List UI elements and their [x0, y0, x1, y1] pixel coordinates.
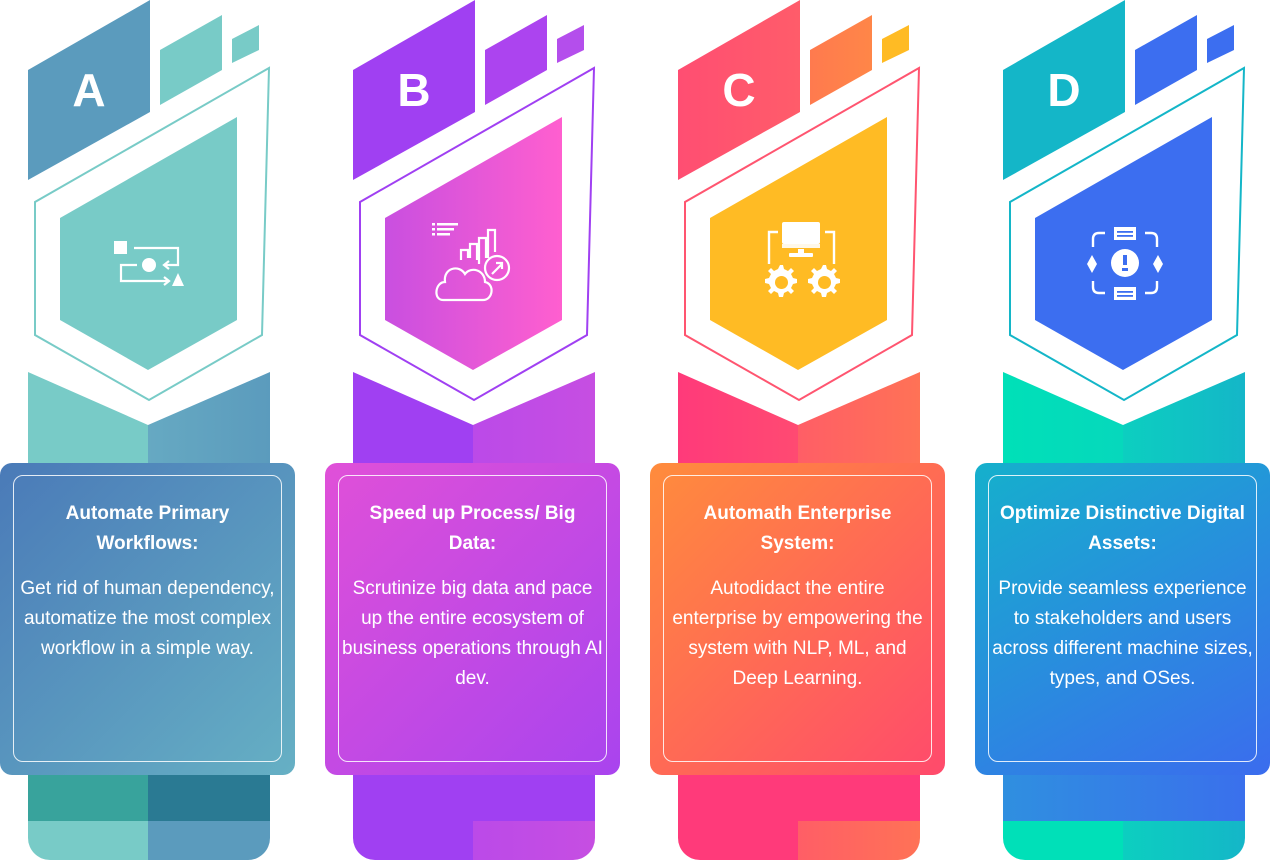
card-border — [338, 475, 607, 762]
column-letter: D — [1047, 64, 1081, 116]
cloud-analytics-icon — [432, 223, 511, 302]
column-letter: A — [72, 64, 106, 116]
card-description: Autodidact the entire enterprise by empo… — [672, 578, 923, 689]
column-letter: C — [722, 64, 756, 116]
card-border — [988, 475, 1257, 762]
card-border — [663, 475, 932, 762]
feature-card-a: Automate Primary Workflows: Get rid of h… — [0, 463, 295, 775]
card-description: Provide seamless experience to stakehold… — [992, 578, 1253, 689]
card-description: Get rid of human dependency, automatize … — [20, 578, 275, 659]
column-c: C Automath Enterprise System: Autodidact… — [650, 0, 950, 860]
card-description: Scrutinize big data and pace up the enti… — [342, 578, 603, 689]
column-d-graphic — [1003, 0, 1246, 860]
feature-card-b: Speed up Process/ Big Data: Scrutinize b… — [325, 463, 620, 775]
column-a: A Automate Primary Workflows: Get rid of… — [0, 0, 300, 860]
workflow-icon — [114, 241, 184, 286]
card-title: Automath Enterprise System: — [703, 503, 892, 554]
feature-card-d: Optimize Distinctive Digital Assets: Pro… — [975, 463, 1270, 775]
digital-asset-icon — [1087, 227, 1163, 300]
column-d: D Optimize Distinctive Digital Assets: P… — [975, 0, 1273, 860]
card-title: Speed up Process/ Big Data: — [369, 503, 576, 554]
card-title: Automate Primary Workflows: — [65, 503, 230, 554]
column-letter: B — [397, 64, 431, 116]
column-c-graphic — [678, 0, 921, 860]
column-b: B Speed up Process/ Big Data: Scrutinize… — [325, 0, 625, 860]
card-title: Optimize Distinctive Digital Assets: — [1000, 503, 1245, 554]
column-a-graphic — [28, 0, 271, 860]
feature-card-c: Automath Enterprise System: Autodidact t… — [650, 463, 945, 775]
card-border — [13, 475, 282, 762]
computer-gears-icon — [765, 222, 840, 297]
